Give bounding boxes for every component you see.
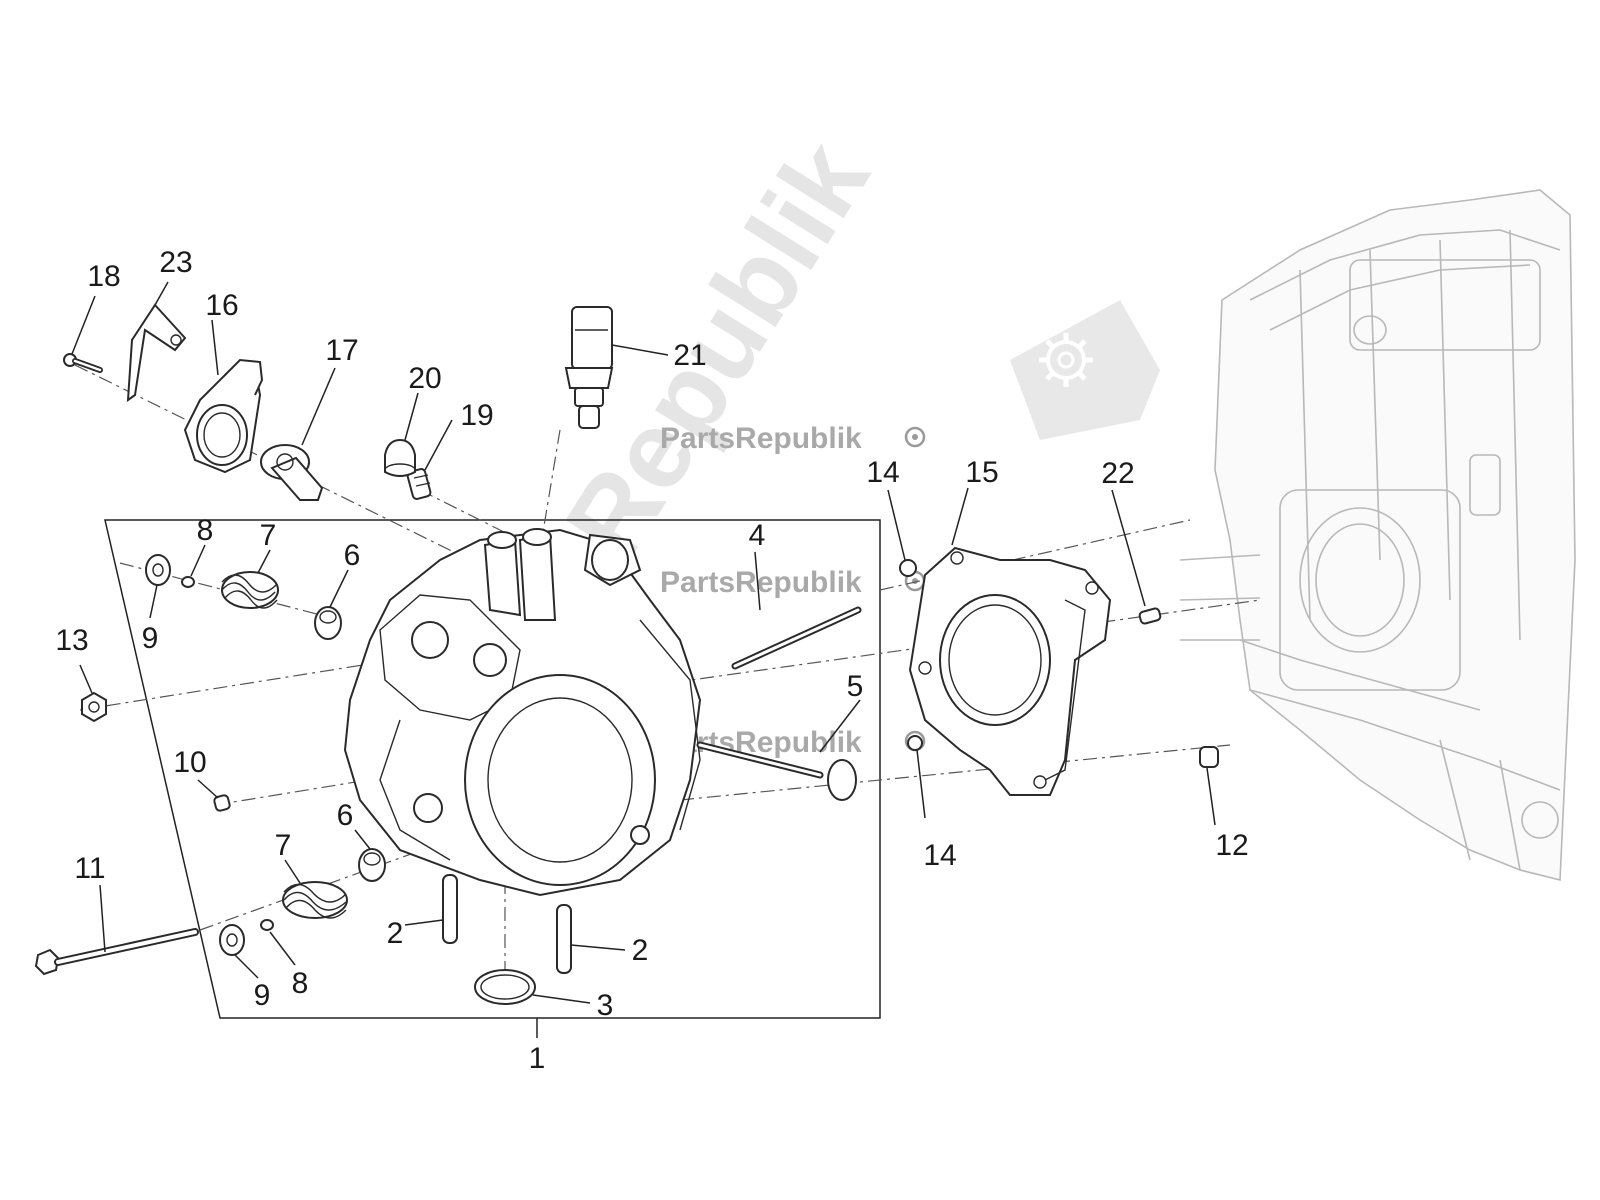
label-part-3: 3 — [597, 989, 614, 1022]
cylinder-head — [343, 528, 702, 897]
valve-cotter-upper — [181, 576, 195, 588]
watermark-gear-icon — [1039, 333, 1093, 387]
valve-spring-upper — [221, 571, 279, 609]
label-part-8-lower: 8 — [292, 967, 309, 1000]
label-part-16: 16 — [205, 289, 238, 322]
label-part-18: 18 — [87, 260, 120, 293]
label-part-17: 17 — [325, 334, 358, 367]
watermark-small-2: PartsRepublik — [660, 566, 926, 599]
leader-lines — [71, 281, 1216, 1038]
label-part-11: 11 — [74, 852, 105, 885]
cap — [384, 438, 416, 477]
spring-cap-upper — [145, 554, 171, 586]
label-part-7-lower: 7 — [275, 829, 292, 862]
gasket-marker-lower — [907, 735, 923, 751]
valve-seal-lower — [358, 848, 386, 882]
head-gasket — [908, 546, 1112, 796]
watermark-brand-text-1: PartsRepublik — [660, 422, 862, 455]
valve-seal-upper — [314, 606, 342, 640]
label-part-7-upper: 7 — [260, 519, 277, 552]
label-part-15: 15 — [965, 456, 998, 489]
o-ring — [474, 969, 536, 1005]
thermostat — [260, 444, 324, 501]
bushing-upper — [1138, 607, 1162, 625]
label-part-9-lower: 9 — [254, 979, 271, 1012]
flange-nut — [81, 691, 107, 723]
watermark-flag-icon — [1010, 300, 1160, 440]
bushing-lower — [1199, 746, 1219, 768]
small-bolt — [63, 353, 103, 373]
label-part-6-lower: 6 — [337, 799, 354, 832]
label-part-12: 12 — [1215, 829, 1248, 862]
label-part-10: 10 — [173, 746, 206, 779]
label-part-14-lower: 14 — [923, 839, 956, 872]
long-bolt — [34, 928, 199, 976]
label-part-2-right: 2 — [632, 934, 649, 967]
intake-valve — [696, 741, 857, 801]
label-part-4: 4 — [749, 519, 766, 552]
watermark-small-1: PartsRepublik — [660, 422, 926, 455]
callout-labels: 1 2 2 3 4 5 6 6 7 7 8 8 9 9 10 11 12 13 … — [55, 246, 1248, 1075]
label-part-21: 21 — [673, 339, 706, 372]
valve-spring-lower — [282, 881, 348, 919]
label-part-14-upper: 14 — [866, 456, 899, 489]
label-part-20: 20 — [408, 362, 441, 395]
label-part-2-left: 2 — [387, 917, 404, 950]
gear-icon — [904, 426, 926, 448]
label-part-1: 1 — [529, 1042, 546, 1075]
dowel-pin-right — [556, 904, 572, 974]
label-part-6-upper: 6 — [344, 539, 361, 572]
engine-block-background — [1179, 189, 1576, 882]
temperature-sensor — [564, 306, 614, 429]
label-part-8-upper: 8 — [197, 514, 214, 547]
dowel-pin-left — [442, 874, 458, 944]
valve-rod — [731, 606, 862, 670]
watermark-brand-text-2: PartsRepublik — [660, 566, 862, 599]
assembly-frame — [104, 519, 881, 1019]
small-dowel — [213, 794, 231, 812]
label-part-13: 13 — [55, 624, 88, 657]
spring-cap-lower — [219, 924, 245, 956]
label-part-19: 19 — [460, 399, 493, 432]
valve-cotter-lower — [260, 919, 274, 931]
bracket — [126, 303, 187, 403]
thermostat-housing — [183, 358, 264, 474]
gasket-marker-upper — [899, 559, 917, 577]
label-part-22: 22 — [1101, 457, 1134, 490]
label-part-9-upper: 9 — [142, 622, 159, 655]
label-part-23: 23 — [159, 246, 192, 279]
label-part-5: 5 — [847, 670, 864, 703]
